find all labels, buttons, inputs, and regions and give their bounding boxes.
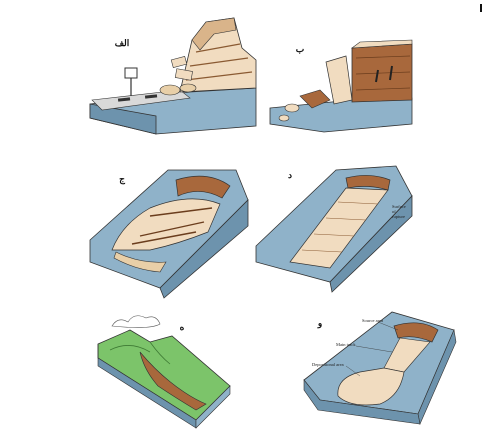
panel-d-label: د <box>288 170 292 180</box>
panel-e-label: ه <box>180 322 185 332</box>
panel-c-label: ج <box>119 174 125 185</box>
panel-e-debris-flow-diagram: ه <box>97 315 231 429</box>
corner-mark <box>480 4 482 12</box>
surface-of-rupture-label-1: Surface <box>392 204 406 209</box>
panel-d-translational-slide-diagram: د Surface of rupture <box>255 165 413 293</box>
panel-a-rockfall-diagram: الف <box>89 17 257 135</box>
source-area-label: Source area <box>362 318 383 323</box>
surface-of-rupture-label-3: rupture <box>392 214 405 219</box>
depositional-area-label: Depositional area <box>312 362 344 367</box>
panel-b-topple-diagram: ب <box>269 39 413 133</box>
panel-b-label: ب <box>296 44 304 55</box>
panel-f-label: و <box>317 318 322 329</box>
panel-a-label: الف <box>115 38 130 48</box>
main-track-label: Main track <box>336 342 356 347</box>
panel-f-flow-zones-diagram: و Source area Main track Depositional ar… <box>303 311 457 425</box>
panel-c-rotational-slide-diagram: ج <box>89 169 249 299</box>
surface-of-rupture-label-2: of <box>392 209 396 214</box>
